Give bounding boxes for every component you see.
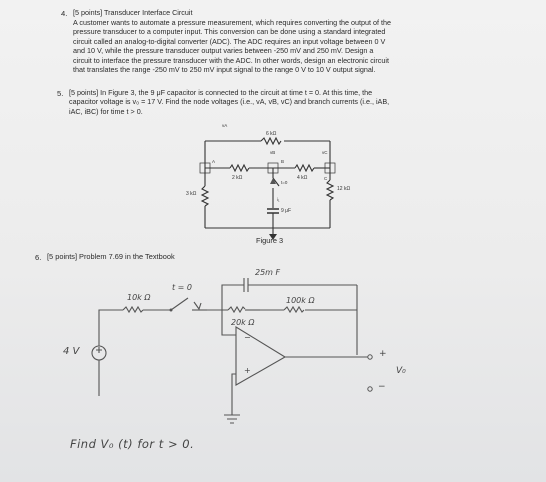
problem-4-body-line: circuit to interface the pressure transd… xyxy=(73,55,389,65)
problem-4-body-line: A customer wants to automate a pressure … xyxy=(73,18,392,27)
hand-label-25mf: 25m F xyxy=(255,268,281,277)
label-i1: i₁ xyxy=(277,197,280,202)
output-plus-sign: + xyxy=(379,349,387,359)
problem-4-body-line: and 10 V, while the pressure transducer … xyxy=(73,46,374,56)
problem-4-body: A customer wants to automate a pressure … xyxy=(73,18,533,74)
node-b-label: B xyxy=(281,159,285,164)
problem-4-body-line: circuit called an analog-to-digital conv… xyxy=(73,36,386,46)
hand-label-t0: t = 0 xyxy=(172,283,193,292)
problem-5-number: 5. xyxy=(57,89,64,98)
label-vc: vC xyxy=(322,150,328,155)
label-4k: 4 kΩ xyxy=(297,175,308,181)
label-9uf: 9 μF xyxy=(281,208,292,214)
hand-label-20k: 20k Ω xyxy=(231,318,255,327)
hand-label-4v: 4 V xyxy=(63,346,80,357)
problem-4-header: [5 points] Transducer Interface Circuit xyxy=(73,8,193,17)
label-12k: 12 kΩ xyxy=(337,186,351,192)
opamp-minus-sign: − xyxy=(244,333,251,342)
hand-label-100k: 100k Ω xyxy=(286,296,315,305)
hand-label-10k: 10k Ω xyxy=(127,293,151,302)
label-2k: 2 kΩ xyxy=(232,175,243,181)
hand-task-text: Find V₀ (t) for t > 0. xyxy=(70,437,195,451)
problem-5-body: [5 points] In Figure 3, the 9 μF capacit… xyxy=(69,88,534,116)
label-3k: 3 kΩ xyxy=(186,191,197,197)
label-6k: 6 kΩ xyxy=(266,131,277,137)
problem-5-body-line: iAC, iBC) for time t > 0. xyxy=(69,106,143,116)
problem-5-body-line: capacitor voltage is v₀ = 17 V. Find the… xyxy=(69,97,390,107)
opamp-plus-sign: + xyxy=(244,366,251,375)
output-minus-sign: − xyxy=(378,382,386,392)
problem-6-number: 6. xyxy=(35,253,42,262)
label-vb: vB xyxy=(270,150,276,155)
node-a-label: A xyxy=(212,159,216,164)
hand-label-vo: V₀ xyxy=(396,366,406,376)
problem-4-body-line: pressure transducer to a computer input.… xyxy=(73,27,386,37)
problem-4-number: 4. xyxy=(61,9,68,18)
problem-5-body-line: [5 points] In Figure 3, the 9 μF capacit… xyxy=(69,88,373,97)
label-switch-t0: t=0 xyxy=(281,180,288,185)
node-c-label: C xyxy=(324,176,328,181)
figure-3-caption: Figure 3 xyxy=(256,236,284,245)
problem-4-body-line: that translates the range -250 mV to 250… xyxy=(73,65,376,75)
label-va: vA xyxy=(222,123,228,128)
problem-6-header: [5 points] Problem 7.69 in the Textbook xyxy=(47,252,175,261)
